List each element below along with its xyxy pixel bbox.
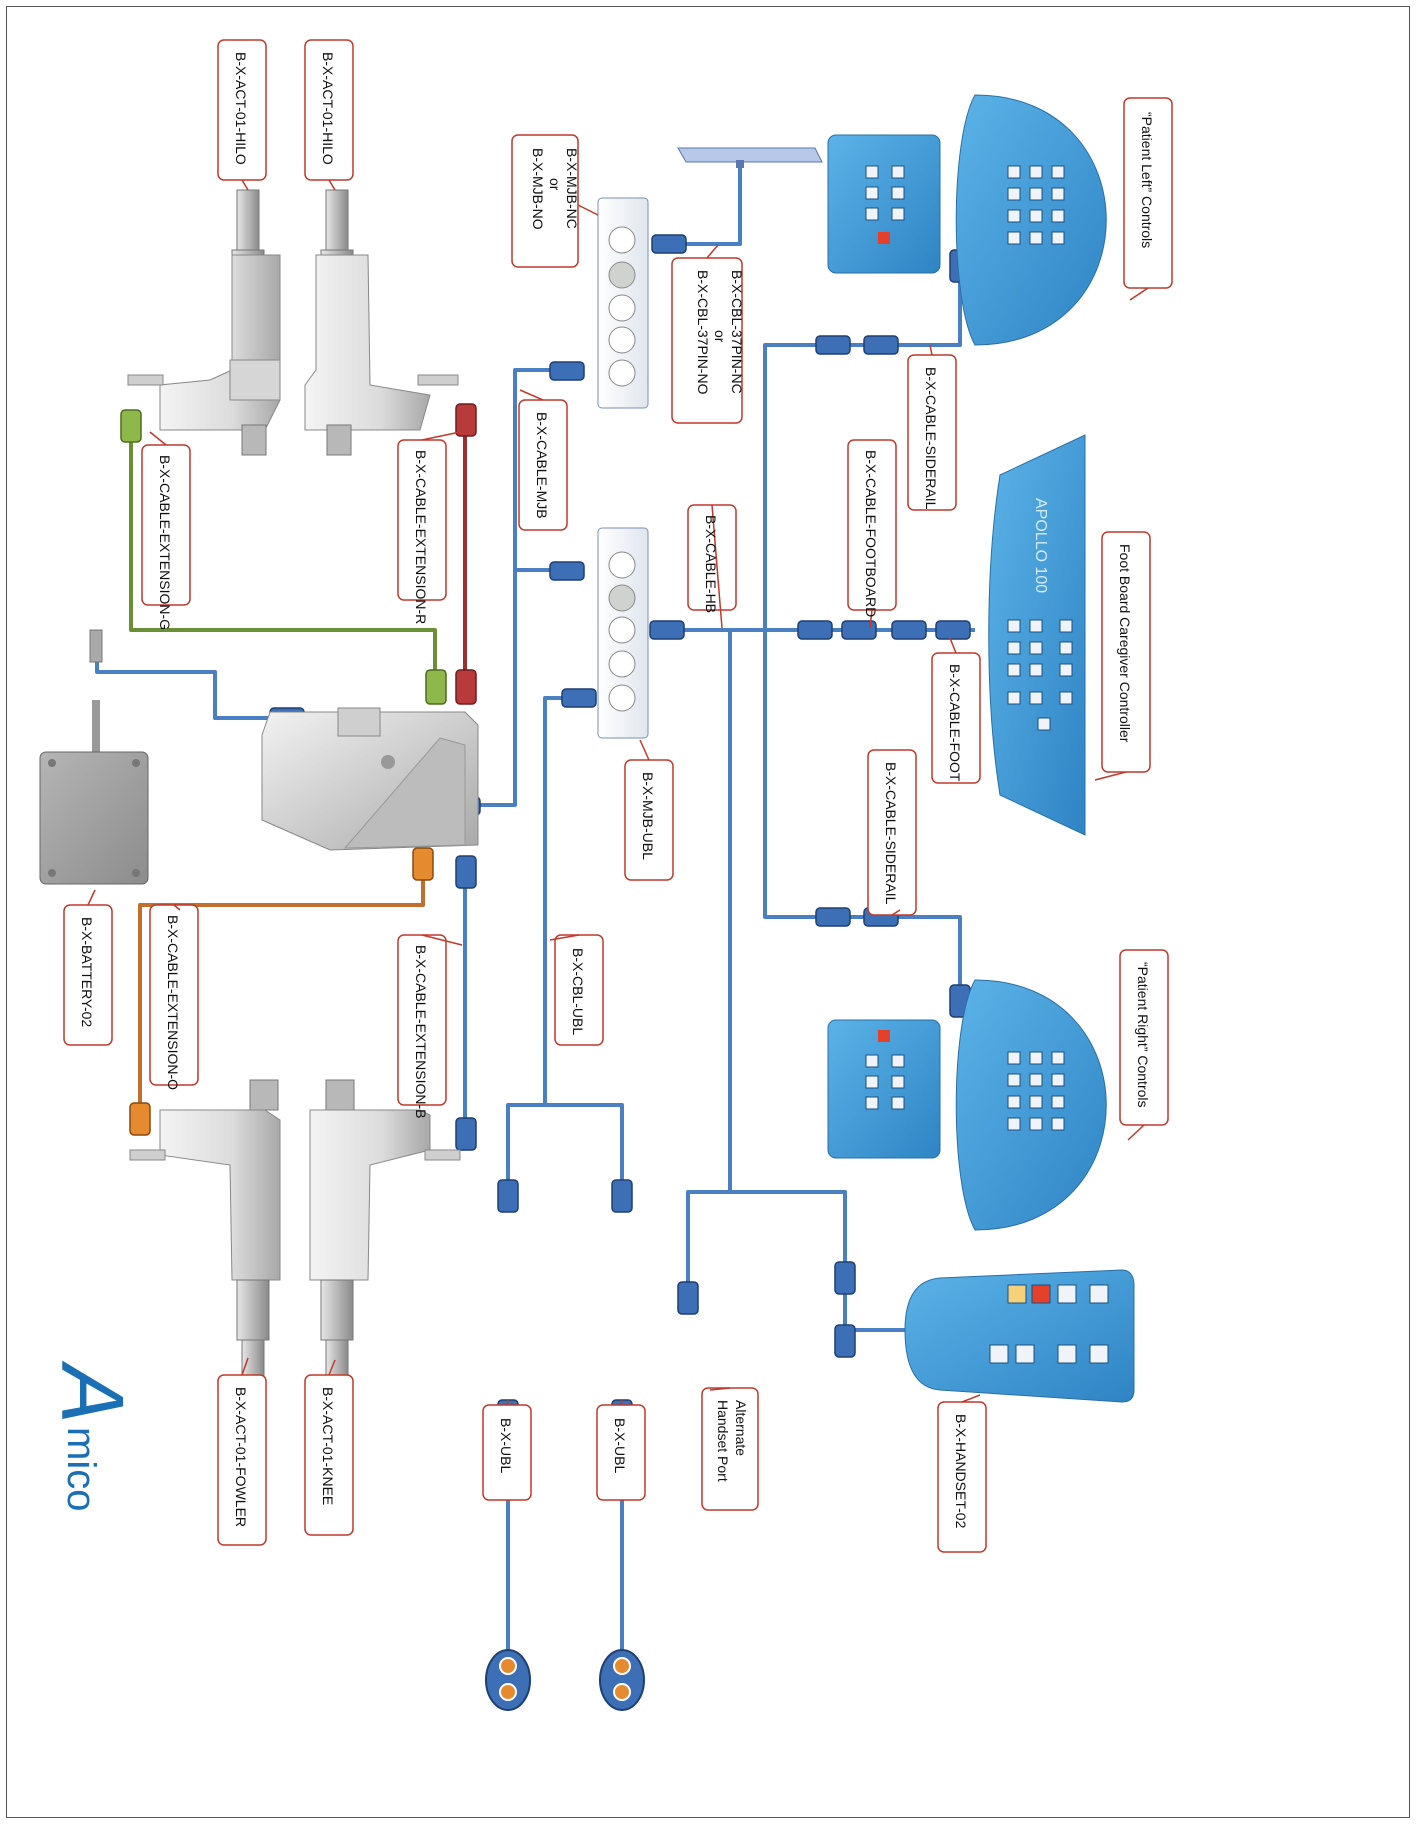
battery-cable-wire [95,660,272,720]
connector-mjb-bottom [549,561,585,581]
ubl-pad-1 [485,1649,531,1711]
cable-extension-g-wire [129,428,437,680]
label-cable-footboard: B-X-CABLE-FOOTBOARD [863,450,879,617]
control-box [261,707,479,851]
label-mjb-2: B-X-MJB-NO [530,148,546,230]
label-cable-ext-b: B-X-CABLE-EXTENSION-B [413,945,429,1118]
label-mjb-ubl: B-X-MJB-UBL [640,772,656,860]
connector-mjb-top [549,361,585,381]
actuator-hilo-2 [304,189,459,456]
cable-siderail-bottom-wire [763,630,962,1003]
cbl-37pin-wire [652,162,742,246]
connector-ubl-split-2 [611,1179,633,1213]
connector-green-box [425,669,447,705]
label-cable-ext-g: B-X-CABLE-EXTENSION-G [157,455,173,630]
label-act-hilo-1: B-X-ACT-01-HILO [233,52,249,165]
label-cbl37-or: or [712,330,728,343]
apollo-panel-text: APOLLO 100 [1032,498,1049,593]
connector-foot-2 [935,620,971,640]
label-cable-foot: B-X-CABLE-FOOT [947,664,963,782]
label-cable-siderail-top: B-X-CABLE-SIDERAIL [923,367,939,510]
callout-texts: B-X-ACT-01-HILO B-X-ACT-01-HILO B-X-MJB-… [79,52,1155,1529]
diagram-frame [6,6,1410,1818]
connector-siderail-bottom-1 [815,907,851,927]
patient-right-controls [827,979,1107,1231]
mjb-box-top [597,197,649,409]
callout-tails [87,179,1149,1406]
connector-handset-2 [834,1324,856,1358]
handset-lead [730,1190,905,1332]
cbl-ubl-wire [543,696,565,1105]
actuator-hilo-1 [127,189,281,456]
label-cbl-ubl: B-X-CBL-UBL [570,948,586,1035]
label-patient-left: “Patient Left” Controls [1139,112,1155,248]
connector-handset-1 [834,1261,856,1295]
connector-footboard-2 [841,620,877,640]
connector-orange-box [412,847,434,881]
label-cable-siderail-bottom: B-X-CABLE-SIDERAIL [883,762,899,905]
label-handset: B-X-HANDSET-02 [953,1414,969,1529]
label-act-hilo-2: B-X-ACT-01-HILO [320,52,336,165]
label-alt-handset-2: Handset Port [715,1400,731,1482]
actuator-knee [309,1079,461,1396]
mjb-box-ubl [597,527,649,739]
label-cable-ext-o: B-X-CABLE-EXTENSION-O [165,915,181,1090]
logo-text: mico [59,1427,103,1511]
connector-siderail-top-2 [863,335,899,355]
connector-red-box [455,669,477,705]
patient-left-controls [827,94,1107,346]
label-ubl-1: B-X-UBL [498,1418,514,1473]
label-cable-mjb: B-X-CABLE-MJB [534,412,550,519]
label-foot-board: Foot Board Caregiver Controller [1117,544,1133,743]
connector-b-box [455,855,477,889]
label-alt-handset-1: Alternate [733,1400,749,1456]
nurse-call-light [677,147,823,168]
cable-extension-o-wire [138,860,425,1108]
connector-green [120,409,142,443]
label-cbl37-1: B-X-CBL-37PIN-NC [729,270,745,394]
connector-hb [649,620,685,640]
label-mjb-1: B-X-MJB-NC [564,148,580,229]
label-patient-right: “Patient Right” Controls [1135,962,1151,1108]
label-act-knee: B-X-ACT-01-KNEE [320,1387,336,1505]
cable-mjb-wire [480,368,550,807]
label-cable-hb: B-X-CABLE-HB [703,515,719,613]
connector-siderail-top-1 [815,335,851,355]
handset [904,1269,1135,1403]
cable-siderail-top-wire [763,262,962,630]
connector-orange [129,1102,151,1136]
connector-footboard-1 [797,620,833,640]
label-battery: B-X-BATTERY-02 [79,917,95,1027]
label-act-fowler: B-X-ACT-01-FOWLER [233,1387,249,1527]
ubl-pad-2 [599,1649,645,1711]
connector-mjb-ubl [561,688,597,708]
connector-37pin [651,234,687,254]
connector-red [455,403,477,437]
callouts [63,39,1173,1553]
footboard-controller: APOLLO 100 [988,434,1086,836]
battery [39,629,149,885]
connector-alt-handset [677,1281,699,1315]
label-ubl-2: B-X-UBL [612,1418,628,1473]
actuator-fowler [129,1079,281,1396]
label-cbl37-2: B-X-CBL-37PIN-NO [695,270,711,395]
cbl-ubl-split [506,1103,624,1185]
connector-b [455,1117,477,1151]
amico-logo: A mico [43,1360,142,1511]
label-cable-ext-r: B-X-CABLE-EXTENSION-R [413,450,429,624]
cable-hb-drop [686,630,732,1298]
logo-letter: A [43,1360,142,1424]
label-mjb-or: or [547,178,563,191]
connector-ubl-split-1 [497,1179,519,1213]
connector-foot-1 [891,620,927,640]
